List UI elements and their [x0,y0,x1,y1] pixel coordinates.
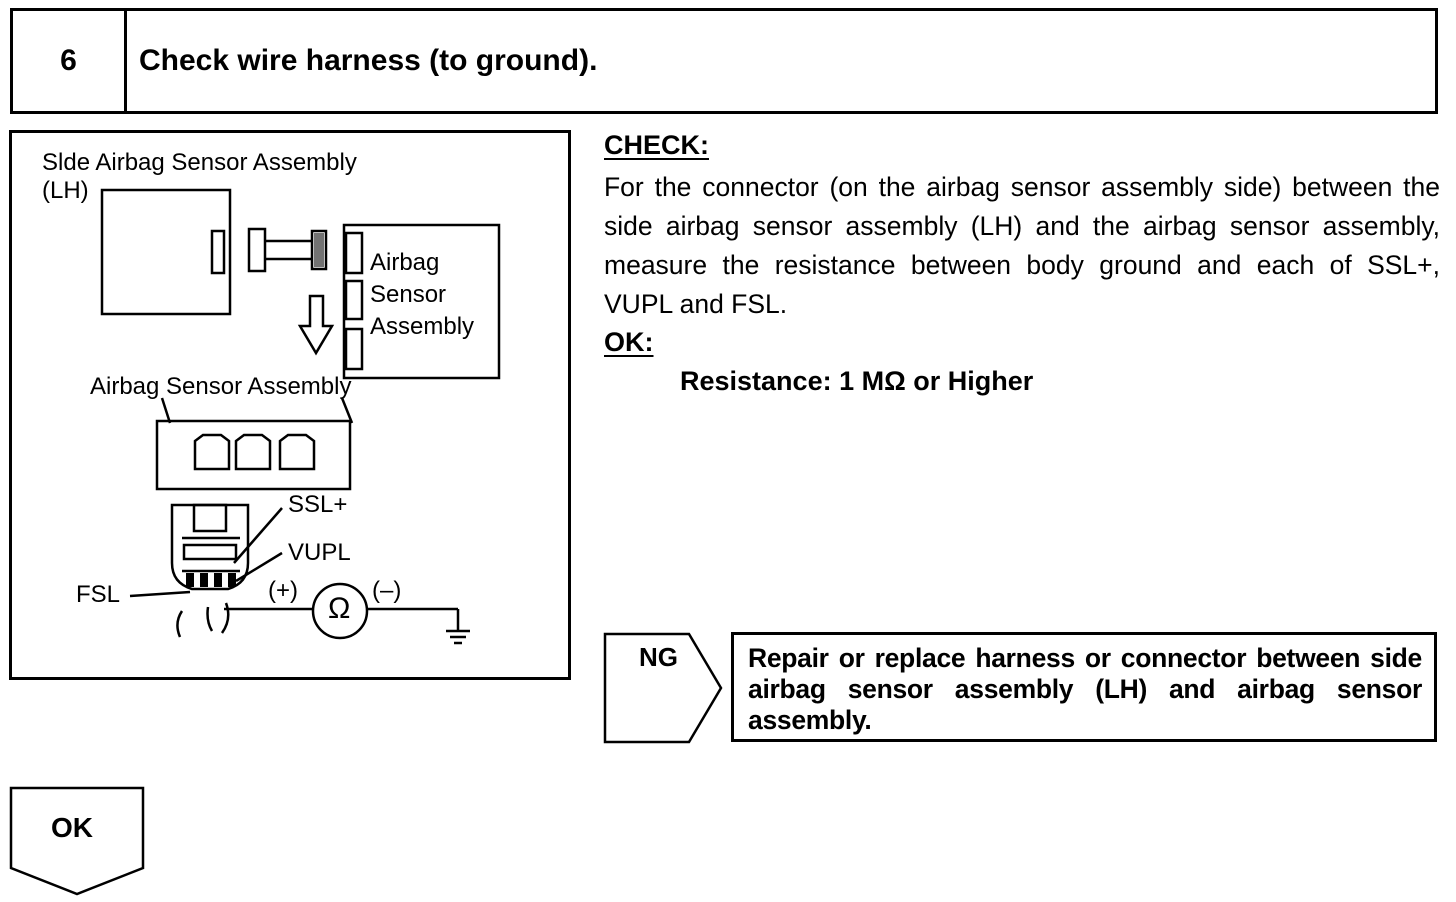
airbag-sensor-slot-2 [344,279,364,321]
ohm-symbol: Ω [328,592,351,625]
connector-cavity-2 [234,433,272,471]
ng-arrow-shape [603,632,723,744]
ng-label: NG [639,642,678,672]
vupl-leader [235,551,283,583]
view-arrow [297,294,335,356]
meter-plus-label: (+) [268,577,298,604]
probe-connector-window [182,543,238,561]
connector-face-box [155,419,352,491]
wiring-diagram: Slde Airbag Sensor Assembly (LH) Airbag … [9,130,571,680]
ok-arrow-shape [9,786,145,896]
step-number: 6 [13,11,127,111]
check-heading: CHECK: [604,130,709,160]
harness-plug-right [310,229,328,271]
fsl-leader [129,590,191,598]
terminal-pin-2 [200,573,208,587]
ok-branch-tag: OK [9,786,145,898]
side-sensor-box [100,188,232,316]
resistance-spec: Resistance: 1 MΩ or Higher [680,366,1034,396]
airbag-sensor-label-2: Sensor [370,281,447,308]
ohmmeter-circle [311,582,369,640]
terminal-label-fsl: FSL [76,581,121,608]
caption-pointer-right [340,397,354,424]
side-sensor-label-2: (LH) [42,177,89,204]
ssl-leader [233,507,283,564]
step-title: Check wire harness (to ground). [139,44,598,77]
airbag-sensor-slot-1 [344,231,364,275]
airbag-sensor-box [342,223,501,380]
terminal-pin-4 [228,573,236,587]
terminal-pin-1 [186,573,194,587]
ok-tag-label: OK [51,812,93,843]
connector-cavity-3 [278,433,316,471]
ng-action-box: Repair or replace harness or connector b… [731,632,1437,742]
terminal-label-vupl: VUPL [288,539,351,566]
airbag-sensor-slot-3 [344,327,364,371]
meter-minus-label: (–) [372,577,402,604]
harness-plug-left [247,227,267,273]
terminal-pin-3 [214,573,222,587]
probe-hand [176,602,230,638]
ng-branch-tag: NG [603,632,727,744]
connector-cavity-1 [193,433,231,471]
diagram-drawing [100,188,501,645]
probe-connector-latch [192,503,228,533]
check-instructions: For the connector (on the airbag sensor … [604,172,1440,319]
side-sensor-connector [210,229,226,275]
airbag-sensor-label-1: Airbag [370,249,440,276]
airbag-sensor-caption: Airbag Sensor Assembly [90,373,352,400]
side-sensor-label-1: Slde Airbag Sensor Assembly [42,149,357,176]
harness-plug-hatch [314,233,324,267]
probe-connector-body [170,503,250,591]
airbag-sensor-label-3: Assembly [370,313,475,340]
caption-pointer-left [160,397,172,424]
terminal-label-ssl: SSL+ [288,491,348,518]
ok-heading: OK: [604,327,654,357]
step-header: 6 Check wire harness (to ground). [10,8,1438,114]
